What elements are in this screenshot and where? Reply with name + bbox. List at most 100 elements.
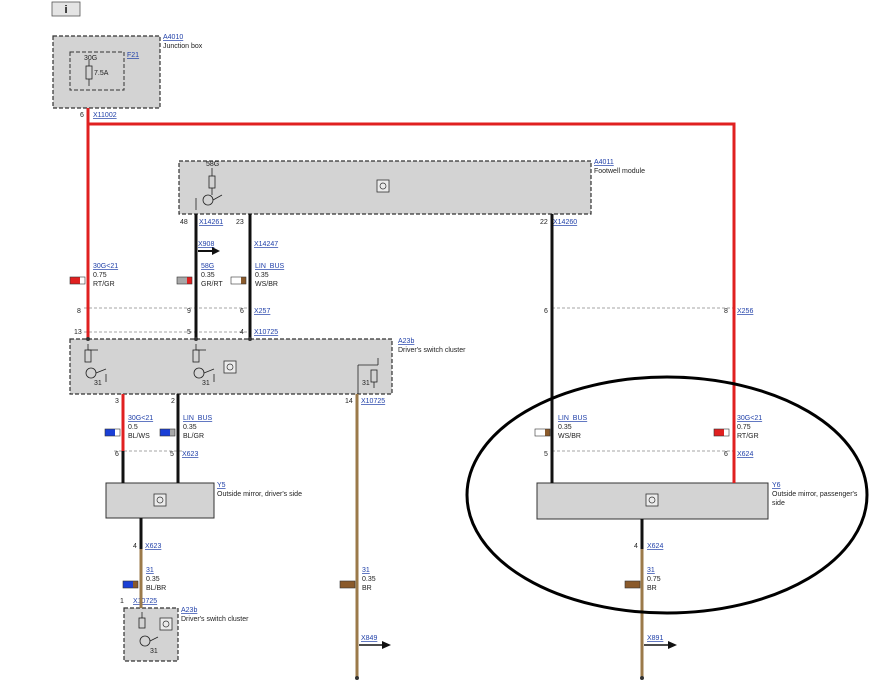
connector-x624-bottom-link[interactable]: X624 [647, 543, 663, 550]
cluster-pin-5: 5 [187, 329, 191, 336]
mirror-driver [105, 482, 215, 519]
cluster-ref-link[interactable]: A23b [398, 338, 414, 345]
connector-x10725-small-link[interactable]: X10725 [133, 598, 157, 605]
mirror-driver-ref-link[interactable]: Y5 [217, 482, 226, 489]
x256-pin-6: 6 [544, 308, 548, 315]
wire-color-code: WS/BR [558, 433, 581, 440]
wire-color-swatch [713, 428, 730, 437]
cluster-pin-4: 4 [240, 329, 244, 336]
x257-pin-6: 6 [240, 308, 244, 315]
pin-label: 6 [80, 112, 84, 119]
wire-color-swatch [69, 276, 86, 285]
footwell-module: 58G [178, 160, 592, 215]
wire-signal-link[interactable]: LIN_BUS [558, 415, 588, 422]
small-cluster-pin-1: 1 [120, 598, 124, 605]
switch-transistor-icon-2 [192, 344, 215, 382]
gnd-31-label-3: 31 [362, 380, 370, 387]
connector-x14247-link[interactable]: X14247 [254, 241, 278, 248]
connector-x14260-link[interactable]: X14260 [553, 219, 577, 226]
connector-x10725-top-link[interactable]: X10725 [254, 329, 278, 336]
cluster-pin-13: 13 [74, 329, 82, 336]
switch-transistor-icon-3 [138, 612, 159, 647]
mirror-driver-pin-5: 5 [170, 451, 174, 458]
pin-23-label: 23 [236, 219, 244, 226]
footwell-module-ref-link[interactable]: A4011 [594, 159, 614, 166]
wire-signal-link[interactable]: 30G<21 [128, 415, 153, 422]
wire-color-code: RT/GR [737, 433, 759, 440]
connector-x623-link[interactable]: X623 [182, 451, 198, 458]
mirror-passenger-ref-link[interactable]: Y6 [772, 482, 781, 489]
wire-size: 0.35 [183, 424, 197, 431]
switch-sensor-icon [195, 168, 223, 210]
wire-size: 0.35 [146, 576, 160, 583]
junction-box-ref-link[interactable]: A4010 [163, 34, 183, 41]
connector-x891-link[interactable]: X891 [647, 635, 663, 642]
wire-size: 0.75 [647, 576, 661, 583]
wire-signal-link[interactable]: 30G<21 [737, 415, 762, 422]
wire-signal-link[interactable]: 31 [647, 567, 655, 574]
wire-size: 0.35 [362, 576, 376, 583]
fuse-f21-frame [69, 51, 125, 91]
connector-x11002-link[interactable]: X11002 [93, 112, 117, 119]
small-cluster-name: Driver's switch cluster [181, 616, 249, 623]
wire-color-swatch [176, 276, 193, 285]
control-unit-icon [159, 617, 173, 631]
mirror-passenger-name-line1: Outside mirror, passenger's [772, 491, 858, 498]
wire-size: 0.35 [255, 272, 269, 279]
wire-color-code: BR [362, 585, 372, 592]
connector-x257-link[interactable]: X257 [254, 308, 270, 315]
info-button[interactable]: i [51, 1, 81, 17]
wire-size: 0.5 [128, 424, 138, 431]
wire-signal-link[interactable]: 31 [362, 567, 370, 574]
connector-x849-link[interactable]: X849 [361, 635, 377, 642]
connector-x908-link[interactable]: X908 [198, 241, 214, 248]
wire-size: 0.75 [93, 272, 107, 279]
wire-color-code: GR/RT [201, 281, 223, 288]
info-icon: i [64, 4, 67, 16]
x256-pin-8: 8 [724, 308, 728, 315]
fuse-ref-link[interactable]: F21 [127, 52, 139, 59]
connector-x10725-bottom-link[interactable]: X10725 [361, 398, 385, 405]
wire-signal-link[interactable]: LIN_BUS [255, 263, 285, 270]
wire-color-code: BR [647, 585, 657, 592]
mirror-passenger [536, 482, 769, 520]
cluster-name: Driver's switch cluster [398, 347, 466, 354]
fuse-icon [85, 60, 93, 86]
wire-color-swatch [122, 580, 139, 589]
mirror-passenger-pin-6: 6 [724, 451, 728, 458]
control-unit-icon [223, 360, 237, 374]
wire-color-swatch [534, 428, 551, 437]
wire-signal-link[interactable]: LIN_BUS [183, 415, 213, 422]
connector-x256-link[interactable]: X256 [737, 308, 753, 315]
junction-box: 30G 7.5A F21 [52, 35, 161, 109]
wire-color-code: RT/GR [93, 281, 115, 288]
x257-pin-8: 8 [77, 308, 81, 315]
wire-30g-passenger [88, 122, 736, 483]
highlight-ellipse [465, 375, 869, 615]
wire-signal-link[interactable]: 58G [201, 263, 214, 270]
pin-22-label: 22 [540, 219, 548, 226]
mirror-driver-pin-4: 4 [133, 543, 137, 550]
drivers-switch-cluster: 31 31 31 [69, 338, 393, 395]
wire-color-code: BL/BR [146, 585, 166, 592]
control-unit-icon [153, 493, 167, 507]
wire-signal-link[interactable]: 31 [146, 567, 154, 574]
wire-size: 0.75 [737, 424, 751, 431]
arrow-x849-icon [359, 641, 391, 649]
small-cluster-ref-link[interactable]: A23b [181, 607, 197, 614]
junction-box-name: Junction box [163, 43, 203, 50]
connector-x623-bottom-link[interactable]: X623 [145, 543, 161, 550]
wire-signal-link[interactable]: 30G<21 [93, 263, 118, 270]
gnd-31-label-1: 31 [94, 380, 102, 387]
connector-x624-link[interactable]: X624 [737, 451, 753, 458]
wire-color-swatch [624, 580, 641, 589]
wire-color-code: BL/WS [128, 433, 150, 440]
connector-x14261-link[interactable]: X14261 [199, 219, 223, 226]
control-unit-icon [376, 179, 390, 193]
wire-color-swatch [339, 580, 356, 589]
wire-size: 0.35 [201, 272, 215, 279]
